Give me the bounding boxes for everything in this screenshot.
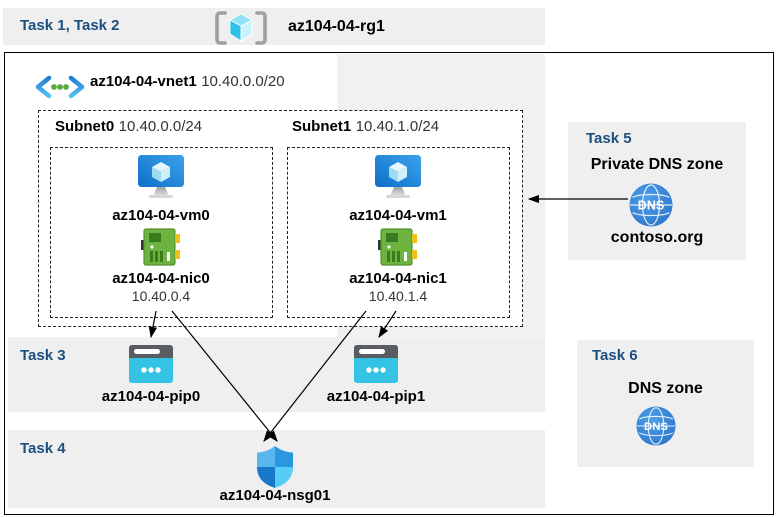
public-ip-icon xyxy=(129,345,173,385)
resource-group-icon xyxy=(212,10,270,46)
nic0-ip: 10.40.0.4 xyxy=(131,288,191,304)
task1-task2-band xyxy=(3,8,545,45)
task5-label: Task 5 xyxy=(586,130,632,147)
task1-task2-label: Task 1, Task 2 xyxy=(20,17,120,34)
virtual-network-icon xyxy=(34,75,86,99)
task3-label: Task 3 xyxy=(20,347,66,364)
public-ip-icon xyxy=(354,345,398,385)
vm0-name: az104-04-vm0 xyxy=(112,207,210,224)
subnet0-boundary xyxy=(50,147,273,318)
network-interface-icon xyxy=(141,227,181,267)
task6-box xyxy=(577,340,754,467)
vnet-container-frame xyxy=(4,52,774,515)
subnets-outer-boundary xyxy=(38,110,523,327)
dns-icon-text: DNS xyxy=(638,199,664,213)
subnet0-title: Subnet0 10.40.0.0/24 xyxy=(55,118,202,136)
nic1-name: az104-04-nic1 xyxy=(349,270,447,287)
network-interface-icon xyxy=(378,227,418,267)
vnet-title: az104-04-vnet1 10.40.0.0/20 xyxy=(90,73,285,91)
resource-group-name: az104-04-rg1 xyxy=(288,18,385,35)
vnet-name: az104-04-vnet1 xyxy=(90,73,197,90)
subnet1-boundary xyxy=(287,147,510,318)
dns-icon: DNS xyxy=(629,183,673,227)
pip0-name: az104-04-pip0 xyxy=(101,388,201,405)
nic0-name: az104-04-nic0 xyxy=(112,270,210,287)
virtual-machine-icon xyxy=(138,155,184,199)
subnet1-title: Subnet1 10.40.1.0/24 xyxy=(292,118,439,136)
subnet1-name: Subnet1 xyxy=(292,118,352,135)
task6-label: Task 6 xyxy=(592,347,638,364)
subnet0-name: Subnet0 xyxy=(55,118,115,135)
dns-icon-text: DNS xyxy=(644,421,668,433)
virtual-machine-icon xyxy=(375,155,421,199)
private-dns-zone-title: Private DNS zone xyxy=(590,156,724,173)
vnet-cidr: 10.40.0.0/20 xyxy=(201,73,285,90)
subnet0-cidr: 10.40.0.0/24 xyxy=(118,118,203,135)
dns-icon: DNS xyxy=(636,406,676,446)
subnet1-cidr: 10.40.1.0/24 xyxy=(355,118,440,135)
pip1-name: az104-04-pip1 xyxy=(326,388,426,405)
vm1-name: az104-04-vm1 xyxy=(349,207,447,224)
nsg-name: az104-04-nsg01 xyxy=(219,487,331,504)
dns-zone-title: DNS zone xyxy=(628,380,703,397)
network-security-group-icon xyxy=(255,445,295,489)
nic1-ip: 10.40.1.4 xyxy=(368,288,428,304)
private-dns-zone-name: contoso.org xyxy=(610,229,704,246)
task4-label: Task 4 xyxy=(20,440,66,457)
